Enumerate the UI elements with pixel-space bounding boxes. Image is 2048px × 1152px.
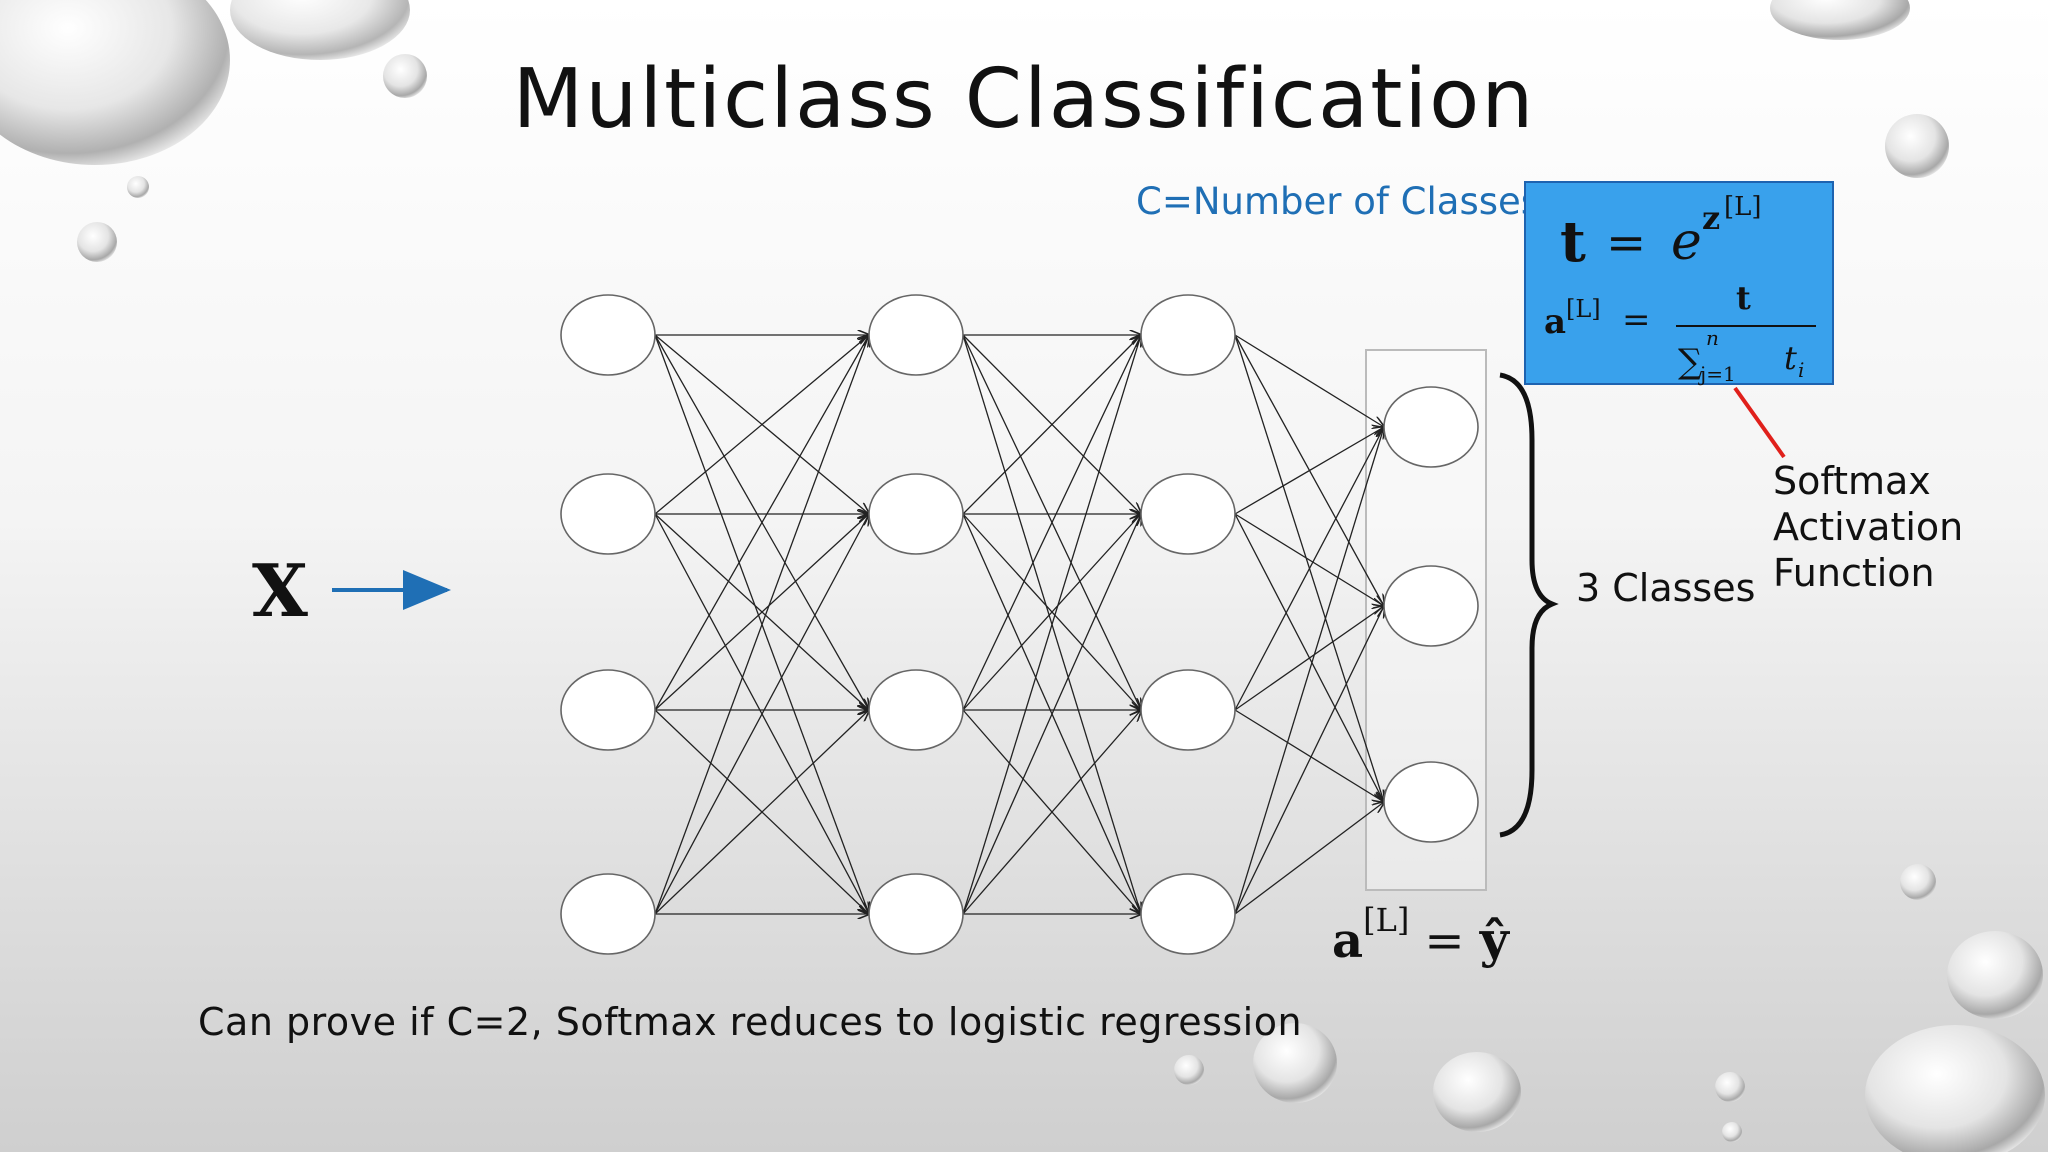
neuron <box>560 294 656 376</box>
output-neuron <box>1383 565 1479 647</box>
formula-t-lhs: t <box>1560 209 1586 275</box>
softmax-formula-box: t = e z [L] a [L] = t ∑ n j=1 t i <box>1524 181 1834 386</box>
network-edge <box>654 514 869 711</box>
formula-a-lhs: a <box>1544 302 1566 342</box>
network-edge <box>1234 606 1384 915</box>
neuron <box>868 873 964 955</box>
network-edge <box>654 514 869 915</box>
network-edge <box>1234 513 1384 606</box>
output-neuron <box>1383 386 1479 468</box>
softmax-pointer-line <box>1733 386 1786 459</box>
output-neuron <box>1383 761 1479 843</box>
neuron <box>1140 473 1236 555</box>
input-x-label: X <box>252 548 308 633</box>
formula-a-term: t <box>1784 339 1797 377</box>
three-classes-label: 3 Classes <box>1576 566 1756 610</box>
network-edge <box>654 335 869 711</box>
network-edge <box>962 335 1141 711</box>
network-edge <box>1234 334 1384 427</box>
formula-a-num: t <box>1736 279 1751 317</box>
formula-a-lower: j=1 <box>1698 362 1736 386</box>
neuron <box>1140 294 1236 376</box>
network-edge <box>1234 709 1384 802</box>
formula-a-eq: = <box>1622 300 1651 340</box>
formula-a-sub: i <box>1798 358 1804 382</box>
neuron <box>868 669 964 751</box>
network-edge <box>1234 427 1384 515</box>
formula-a-sup: [L] <box>1566 295 1601 323</box>
softmax-label-line-2: Activation <box>1773 505 1964 549</box>
formula-t-base: e <box>1671 212 1702 272</box>
neuron <box>560 669 656 751</box>
network-edge <box>962 710 1141 915</box>
output-formula-rhs: ŷ <box>1479 910 1509 969</box>
formula-a-upper: n <box>1706 326 1719 350</box>
neuron <box>868 294 964 376</box>
neuron <box>1140 669 1236 751</box>
output-formula: a[L] = ŷ <box>1332 901 1509 969</box>
formula-t-exp: z <box>1702 199 1720 237</box>
logistic-regression-note: Can prove if C=2, Softmax reduces to log… <box>198 1000 1303 1044</box>
softmax-label-line-1: Softmax <box>1773 459 1931 503</box>
network-edge <box>654 710 869 915</box>
formula-t-sup: [L] <box>1724 192 1762 222</box>
neuron <box>1140 873 1236 955</box>
softmax-activation-label: Softmax Activation Function <box>1773 458 1963 596</box>
output-formula-eq: = <box>1424 913 1465 969</box>
slide-title: Multiclass Classification <box>512 52 1536 147</box>
output-formula-sup: [L] <box>1363 901 1410 939</box>
number-of-classes-note: C=Number of Classes <box>1136 180 1541 223</box>
network-edge <box>962 514 1141 711</box>
network-edge <box>962 335 1141 515</box>
neuron <box>560 473 656 555</box>
classes-brace <box>1499 372 1559 838</box>
neuron <box>868 473 964 555</box>
output-formula-lhs: a <box>1332 913 1364 969</box>
formula-a-sum: ∑ <box>1678 342 1702 382</box>
network-edge <box>962 335 1141 915</box>
network-edge <box>1234 802 1384 915</box>
neuron <box>560 873 656 955</box>
network-edge <box>962 514 1141 915</box>
network-edge <box>1234 606 1384 711</box>
softmax-label-line-3: Function <box>1773 551 1935 595</box>
network-edge <box>1234 427 1384 915</box>
network-edge <box>654 335 869 915</box>
network-edge <box>1234 427 1384 711</box>
formula-t-eq: = <box>1606 215 1646 271</box>
network-edge <box>654 335 869 515</box>
softmax-formula: t = e z [L] a [L] = t ∑ n j=1 t i <box>1544 192 1816 386</box>
